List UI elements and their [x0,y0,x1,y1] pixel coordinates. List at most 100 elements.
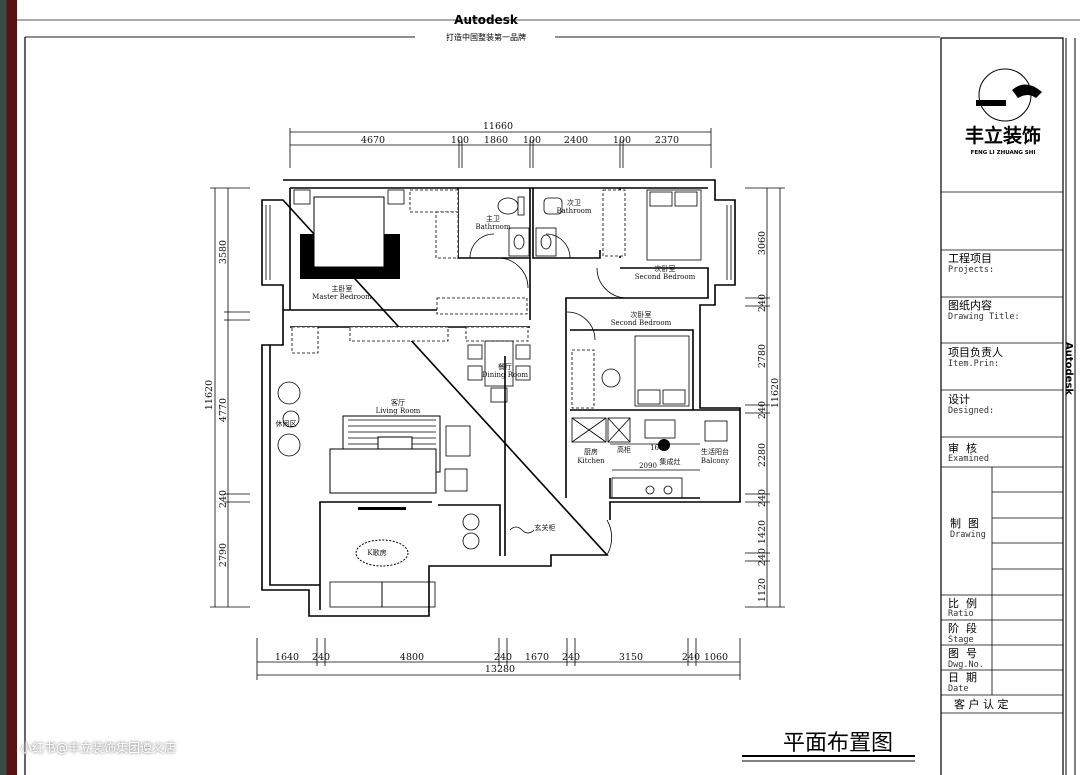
company-logo: 丰立装饰 FENG LI ZHUANG SHI [965,68,1042,156]
sinks [508,227,557,257]
drawing-title: 平面布置图 [742,731,915,762]
dim-left: 4770 [218,398,229,422]
room-label-en: Second Bedroom [635,273,696,281]
dimension-lines [210,128,785,680]
ktv-area [329,507,480,608]
dim-top: 4670 [361,135,385,146]
dim-right: 240 [757,489,768,507]
entry-cabinet-leader [509,526,535,534]
wardrobe [602,189,626,257]
dim-right: 2780 [757,344,768,368]
dim-bottom: 240 [562,652,580,663]
header-slogan: 打造中国整装第一品牌 [446,32,526,42]
row-label-cn: 比 例 [948,596,977,610]
leisure-chairs [277,381,301,457]
dim-top: 2400 [564,135,588,146]
dim-left: 2790 [218,543,229,567]
dim-right: 240 [757,548,768,566]
room-label-en: Bathroom [475,223,510,231]
row-label-en: Date [948,684,968,694]
dimension-labels: 11660 4670 100 1860 100 2400 100 2370 16… [204,121,781,675]
dim-top: 2370 [655,135,679,146]
row-label-en: Designed: [948,406,994,416]
sheet-header: Autodesk 打造中国整装第一品牌 [17,13,1080,42]
dim-bottom: 1060 [704,652,728,663]
row-label-cn: 图纸内容 [948,298,992,312]
dim-bottom: 240 [494,652,512,663]
room-label-cn: 客厅 [391,398,405,407]
row-label-en: Ratio [948,609,974,619]
room-label-cn: 集成灶 [660,457,681,466]
dim-left: 3580 [218,240,229,264]
room-label-en: Balcony [701,457,729,465]
dining-table [467,340,531,403]
dim-bottom: 3150 [619,652,643,663]
dim-bottom: 240 [312,652,330,663]
dim-right: 240 [757,401,768,419]
sideboard [465,326,529,342]
room-label-cn: 休闲区 [276,419,297,428]
row-label-en: Drawing Title: [948,312,1020,322]
room-label-en: Master Bedroom [312,293,372,301]
dim-top: 100 [613,135,631,146]
row-label-en: Stage [948,635,974,645]
room-label-en: Dining Room [482,371,529,379]
title-block-grid [941,191,1063,714]
window-left-edge [0,0,17,775]
drawing-title-text: 平面布置图 [783,731,893,756]
row-label-cn: 工程项目 [948,252,992,265]
row-label-cn: 项目负责人 [948,345,1003,359]
dim-bottom: 1640 [275,652,299,663]
room-label-en: Second Bedroom [611,319,672,327]
kitchen-dim-label: 2090 [639,462,657,470]
dim-right: 2280 [757,443,768,467]
wardrobe [571,349,595,409]
room-label-cn: 厨房 [584,447,598,456]
room-labels: 主卧室 Master Bedroom 主卫 Bathroom 次卫 Bathro… [276,198,730,557]
room-label-cn: 主卫 [486,214,500,223]
room-label-en: Living Room [376,407,421,415]
room-label-cn: 生活阳台 [701,447,729,456]
dim-top: 1860 [484,135,508,146]
dim-right: 3060 [757,231,768,255]
row-label-cn: 设计 [948,393,970,406]
dim-right: 240 [757,294,768,312]
dim-bottom-total: 13280 [485,664,515,675]
master-bed [293,189,405,279]
shower [543,197,563,215]
dim-right: 1120 [757,578,768,602]
watermark: 小红书@丰立装饰集团遵义店 [20,741,177,755]
kitchen-dim-label: 1610 [650,444,668,452]
room-label-cn: 主卧室 [332,284,353,293]
room-label-cn: 次卧室 [655,264,676,273]
room-label-cn: K歌房 [367,548,386,557]
dim-bottom: 1670 [525,652,549,663]
room-label-cn: 餐厅 [498,362,512,371]
cabinet [291,326,319,354]
row-label-cn: 日 期 [948,671,977,684]
dim-top-total: 11660 [483,121,513,132]
header-brand: Autodesk [454,13,519,27]
wardrobe [409,189,459,213]
dim-right-total: 11620 [770,378,781,408]
dim-bottom: 240 [682,652,700,663]
room-label-cn: 次卧室 [631,310,652,319]
furniture [277,189,728,608]
kitchen-cabinets [571,417,728,499]
wardrobe [435,211,459,259]
dim-left-total: 11620 [204,380,215,410]
room-label-en: Kitchen [577,457,605,465]
row-label-cn: 图 号 [948,647,977,660]
side-brand-label: Autodesk [1063,342,1074,395]
row-label-cn: 制 图 [950,517,979,530]
